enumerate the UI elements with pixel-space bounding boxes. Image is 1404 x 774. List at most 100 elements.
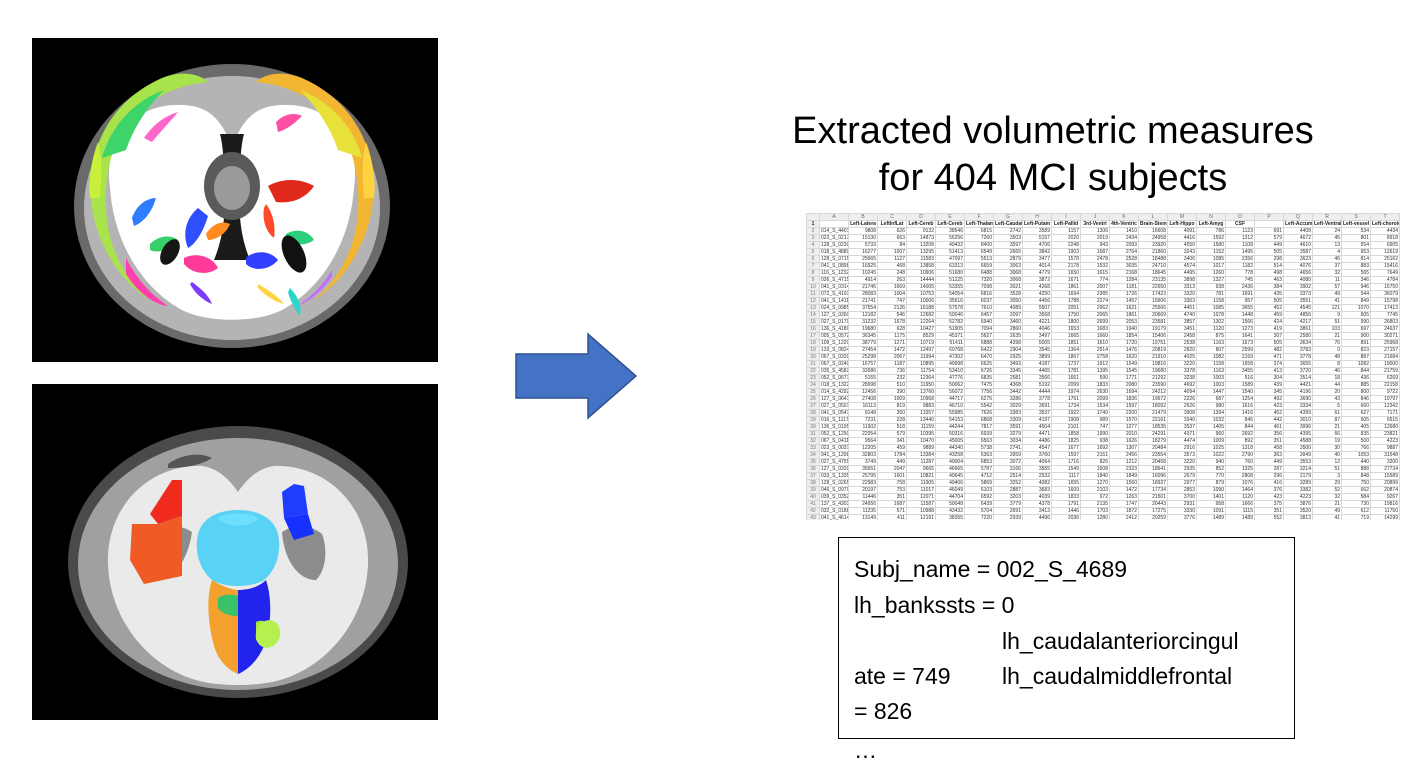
measure-cell: 459 <box>877 444 907 452</box>
measure-cell: 19816 <box>1370 500 1400 508</box>
header-cell <box>1254 220 1284 228</box>
measure-cell: 4740 <box>1167 311 1197 319</box>
measure-cell: 1457 <box>1109 297 1139 305</box>
measure-cell: 15130 <box>848 234 878 242</box>
measure-cell: 2036 <box>1051 514 1081 520</box>
measure-cell: 1560 <box>1109 479 1139 487</box>
measure-cell: 12071 <box>906 493 936 501</box>
measure-cell: 1318 <box>1225 444 1255 452</box>
row-number: 14 <box>806 311 820 319</box>
measure-cell: 612 <box>1341 507 1371 515</box>
measure-cell: 1601 <box>877 472 907 480</box>
measure-cell: 626 <box>877 227 907 235</box>
measure-cell: 38546 <box>935 227 965 235</box>
measure-cell: 883 <box>1341 262 1371 270</box>
caudalmiddlefrontal-value-line: = 826 <box>854 698 913 724</box>
measure-cell: 1401 <box>1196 493 1226 501</box>
measure-cell: 554 <box>1341 241 1371 249</box>
measure-cell: 18937 <box>1138 479 1168 487</box>
measure-cell: 10470 <box>906 437 936 445</box>
measure-cell: 41 <box>1312 514 1342 520</box>
measure-cell: 452 <box>1254 409 1284 417</box>
measure-cell: 121 <box>1312 304 1342 312</box>
measure-cell: 5155 <box>848 374 878 382</box>
measure-cell: 770 <box>1196 472 1226 480</box>
measure-cell: 1833 <box>1051 493 1081 501</box>
measure-cell: 1908 <box>1051 416 1081 424</box>
measure-cell: 819 <box>877 402 907 410</box>
measure-cell: 3700 <box>1167 493 1197 501</box>
measure-cell: 1589 <box>1225 381 1255 389</box>
measure-cell: 351 <box>877 493 907 501</box>
subject-id-cell: 136_S_0195 <box>819 423 849 431</box>
measure-cell: 6363 <box>964 451 994 459</box>
measure-cell: 1858 <box>1051 430 1081 438</box>
measure-cell: 750 <box>1341 479 1371 487</box>
measure-cell: 2665 <box>993 248 1023 256</box>
measure-cell: 6868 <box>964 416 994 424</box>
measure-cell: 1620 <box>1109 353 1139 361</box>
measure-cell: 1085 <box>1196 255 1226 263</box>
measure-cell: 2764 <box>1109 248 1139 256</box>
subject-id-cell: 067_S_0240 <box>819 360 849 368</box>
measure-cell: 628 <box>877 325 907 333</box>
measure-cell: 1187 <box>877 360 907 368</box>
measure-cell: 953 <box>1341 248 1371 256</box>
measure-cell: 2097 <box>993 311 1023 319</box>
measure-cell: 54153 <box>935 416 965 424</box>
measure-cell: 807 <box>1196 346 1226 354</box>
header-cell: Left-Putam <box>1022 220 1052 228</box>
measure-cell: 25968 <box>1370 339 1400 347</box>
measure-cell: 49406 <box>935 479 965 487</box>
measure-cell: 3902 <box>1283 283 1313 291</box>
measure-cell: 1271 <box>877 339 907 347</box>
measure-cell: 452 <box>1254 304 1284 312</box>
measure-cell: 45 <box>1312 234 1342 242</box>
measure-cell: 1446 <box>1051 507 1081 515</box>
measure-cell: 888 <box>1341 465 1371 473</box>
measure-cell: 3545 <box>1022 346 1052 354</box>
header-cell: Left-Amyg <box>1196 220 1226 228</box>
measure-cell: 1692 <box>1080 444 1110 452</box>
measure-cell: 1626 <box>1109 437 1139 445</box>
measure-cell: 5738 <box>964 444 994 452</box>
measure-cell: 23554 <box>1138 451 1168 459</box>
measure-cell: 6592 <box>964 493 994 501</box>
measure-cell: 4456 <box>1022 297 1052 305</box>
measure-cell: 800 <box>1341 388 1371 396</box>
measure-cell: 5005 <box>1022 339 1052 347</box>
measure-cell: 463 <box>1254 276 1284 284</box>
measure-cell: 442 <box>1254 416 1284 424</box>
measure-cell: 3597 <box>993 241 1023 249</box>
measure-cell: 1545 <box>1109 367 1139 375</box>
measure-cell: 24710 <box>1138 262 1168 270</box>
row-number: 6 <box>806 255 820 263</box>
measure-cell: 4692 <box>1167 381 1197 389</box>
subject-id-cell: 133_S_0824 <box>819 346 849 354</box>
measure-cell: 30 <box>1312 444 1342 452</box>
measure-cell: 47097 <box>935 255 965 263</box>
measure-cell: 1867 <box>1051 353 1081 361</box>
measure-cell: 12 <box>1312 458 1342 466</box>
measure-cell: 3573 <box>1167 451 1197 459</box>
measure-cell: 1666 <box>1225 500 1255 508</box>
subject-id-cell: 109_S_1220 <box>819 339 849 347</box>
measure-cell: 2853 <box>1167 486 1197 494</box>
measure-cell: 19672 <box>1138 395 1168 403</box>
measure-cell: 1990 <box>1080 430 1110 438</box>
measure-cell: 20259 <box>1138 514 1168 520</box>
measure-cell: 5704 <box>964 507 994 515</box>
measure-cell: 2820 <box>1167 346 1197 354</box>
measure-cell: 1549 <box>1109 360 1139 368</box>
measure-cell: 2168 <box>1109 269 1139 277</box>
measure-cell: 1703 <box>1080 507 1110 515</box>
measure-cell: 510 <box>877 381 907 389</box>
measure-cell: 12182 <box>848 311 878 319</box>
subject-id-cell: 128_S_0230 <box>819 241 849 249</box>
measure-cell: 1592 <box>1196 234 1226 242</box>
measure-cell: 46 <box>1312 255 1342 263</box>
measure-cell: 47776 <box>935 374 965 382</box>
measure-cell: 1788 <box>1051 297 1081 305</box>
